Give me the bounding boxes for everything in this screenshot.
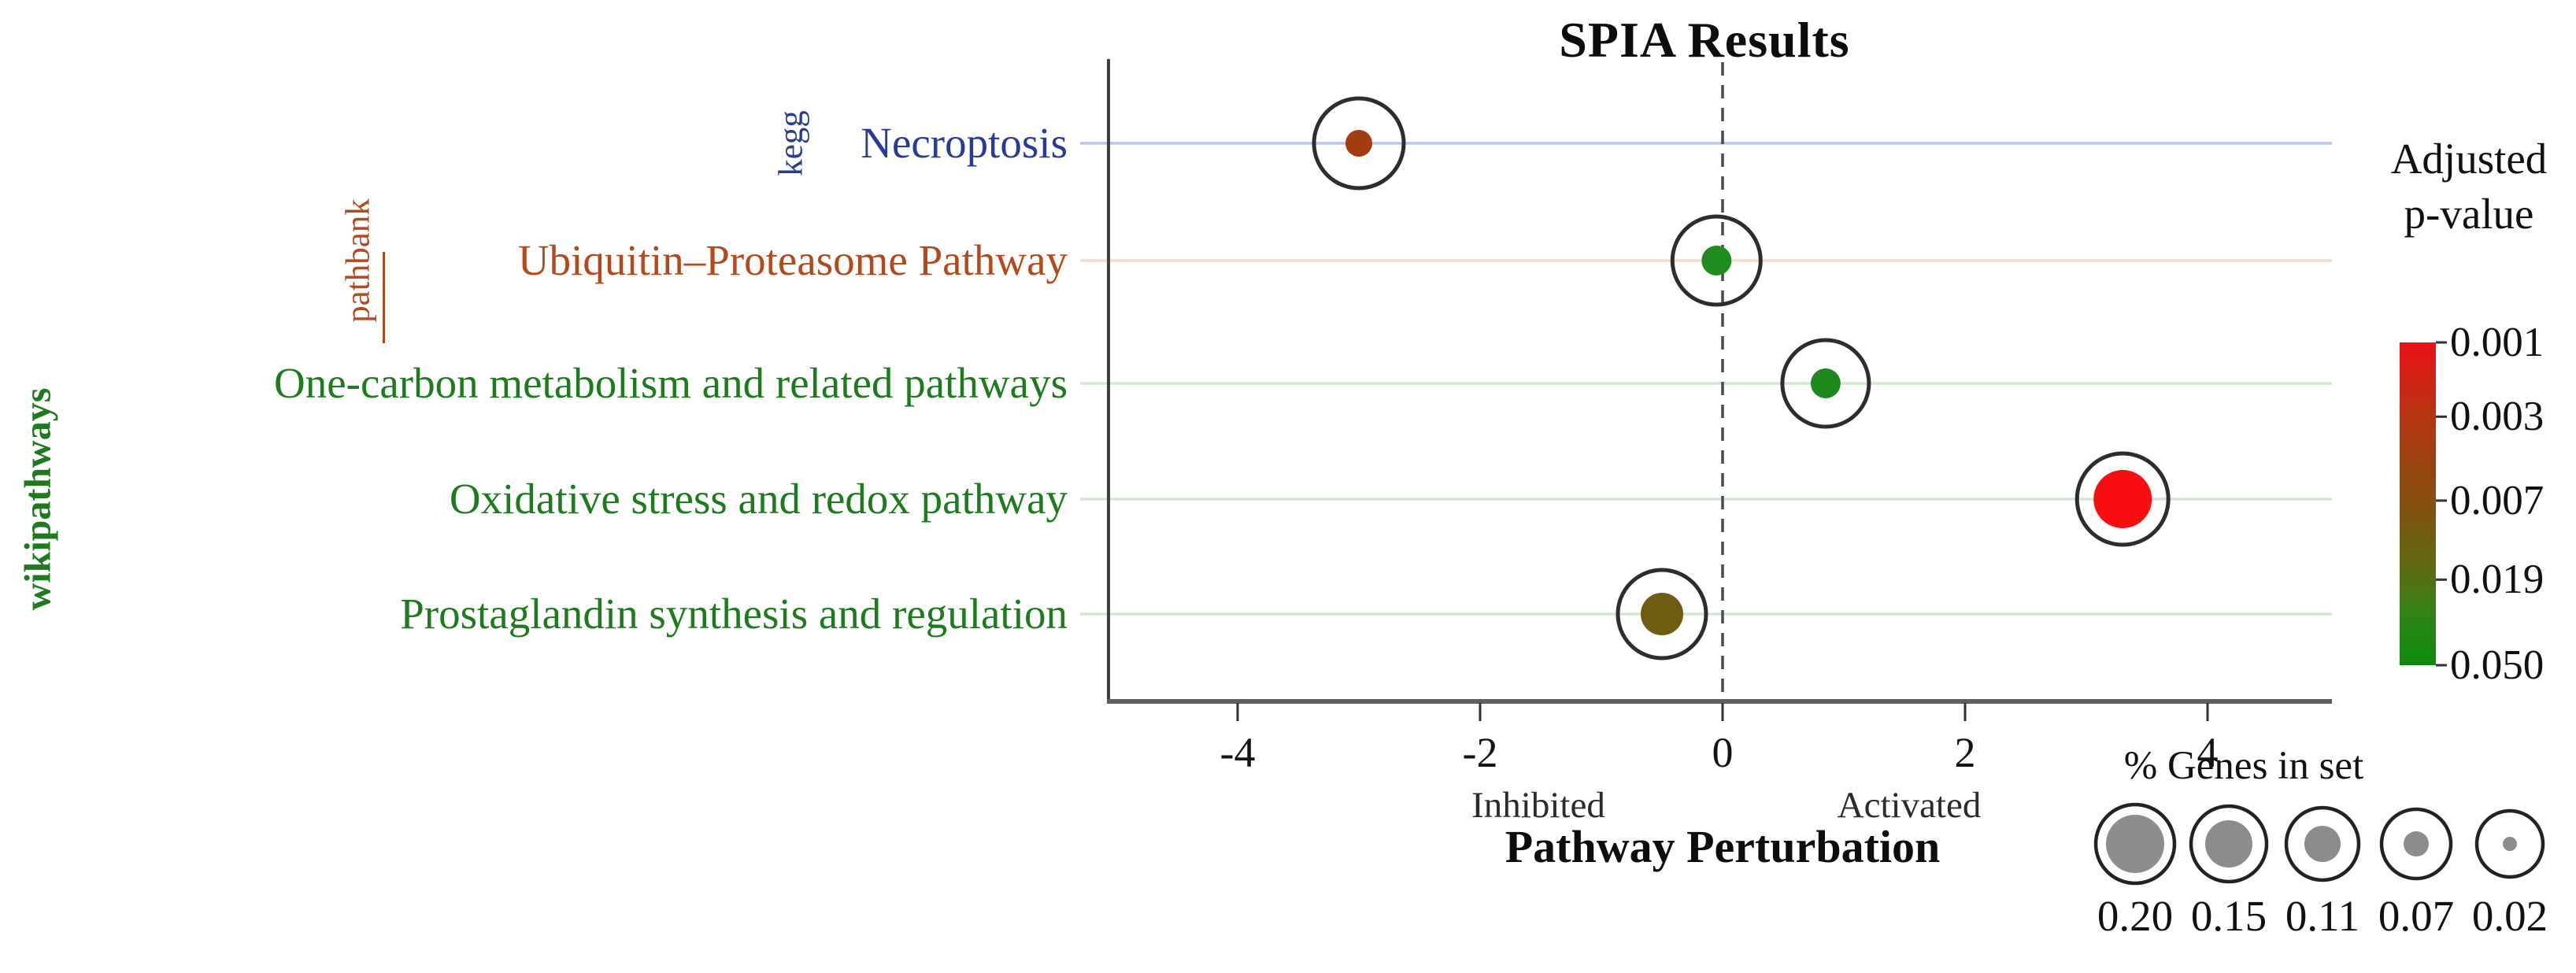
bubble-ring xyxy=(2074,451,2171,547)
size-legend-value: 0.11 xyxy=(2285,892,2360,940)
bubble-ring xyxy=(1780,338,1871,429)
size-legend-value: 0.02 xyxy=(2471,892,2548,940)
size-legend-dot xyxy=(2106,815,2164,873)
bubble-ring xyxy=(1670,214,1763,307)
x-annotation-inhibited: Inhibited xyxy=(1471,785,1605,826)
group-label-wikipathways: wikipathways xyxy=(17,387,59,611)
size-legend-dot xyxy=(2205,820,2252,868)
bubble-dot xyxy=(1641,593,1683,635)
row-label-pathway: Prostaglandin synthesis and regulation xyxy=(400,590,1068,638)
size-legend-value: 0.07 xyxy=(2378,892,2455,940)
colorbar-tick-label: 0.001 xyxy=(2450,320,2545,365)
chart-title: SPIA Results xyxy=(1559,12,1850,68)
row-label-pathway: Necroptosis xyxy=(861,119,1068,167)
x-tick-label: 0 xyxy=(1712,729,1734,776)
group-bracket-pathbank xyxy=(383,252,385,343)
x-annotation-activated: Activated xyxy=(1837,785,1982,826)
size-legend-dot xyxy=(2503,837,2517,851)
color-legend-title-line2: p-value xyxy=(2404,190,2534,238)
bubble-dot xyxy=(1345,130,1372,157)
size-legend-ring xyxy=(2284,805,2361,882)
group-label-kegg: kegg xyxy=(772,110,810,176)
colorbar-tick-label: 0.019 xyxy=(2450,557,2545,603)
x-tick-label: 4 xyxy=(2197,729,2219,776)
size-legend-dot xyxy=(2304,826,2341,862)
size-legend-ring xyxy=(2474,808,2545,879)
colorbar-tick-label: 0.003 xyxy=(2450,394,2545,440)
bubble-ring xyxy=(1312,96,1406,191)
bubble-ring xyxy=(1616,568,1708,660)
row-label-pathway: Ubiquitin–Proteasome Pathway xyxy=(517,236,1068,284)
x-tick-label: -4 xyxy=(1220,729,1256,776)
size-legend-dot xyxy=(2404,831,2429,856)
colorbar-tick-label: 0.050 xyxy=(2450,642,2545,688)
size-legend-ring xyxy=(2093,802,2177,886)
size-legend-ring xyxy=(2189,804,2269,884)
bubble-dot xyxy=(1810,368,1841,398)
size-legend-value: 0.20 xyxy=(2097,892,2174,940)
bubble-dot xyxy=(1701,246,1732,276)
x-axis-title: Pathway Perturbation xyxy=(1505,821,1941,872)
colorbar-tick-label: 0.007 xyxy=(2450,477,2545,523)
bubble-dot xyxy=(2093,470,2152,528)
row-label-pathway: One-carbon metabolism and related pathwa… xyxy=(274,359,1068,407)
size-legend-ring xyxy=(2379,807,2453,881)
row-label-pathway: Oxidative stress and redox pathway xyxy=(449,475,1068,523)
x-tick-label: -2 xyxy=(1462,729,1498,776)
size-legend-title: % Genes in set xyxy=(2123,744,2364,788)
group-label-pathbank: pathbank xyxy=(339,198,377,323)
x-tick-label: 2 xyxy=(1954,729,1976,776)
color-legend-title-line1: Adjusted xyxy=(2390,135,2548,183)
size-legend-value: 0.15 xyxy=(2190,892,2267,940)
pvalue-colorbar xyxy=(2400,342,2436,665)
